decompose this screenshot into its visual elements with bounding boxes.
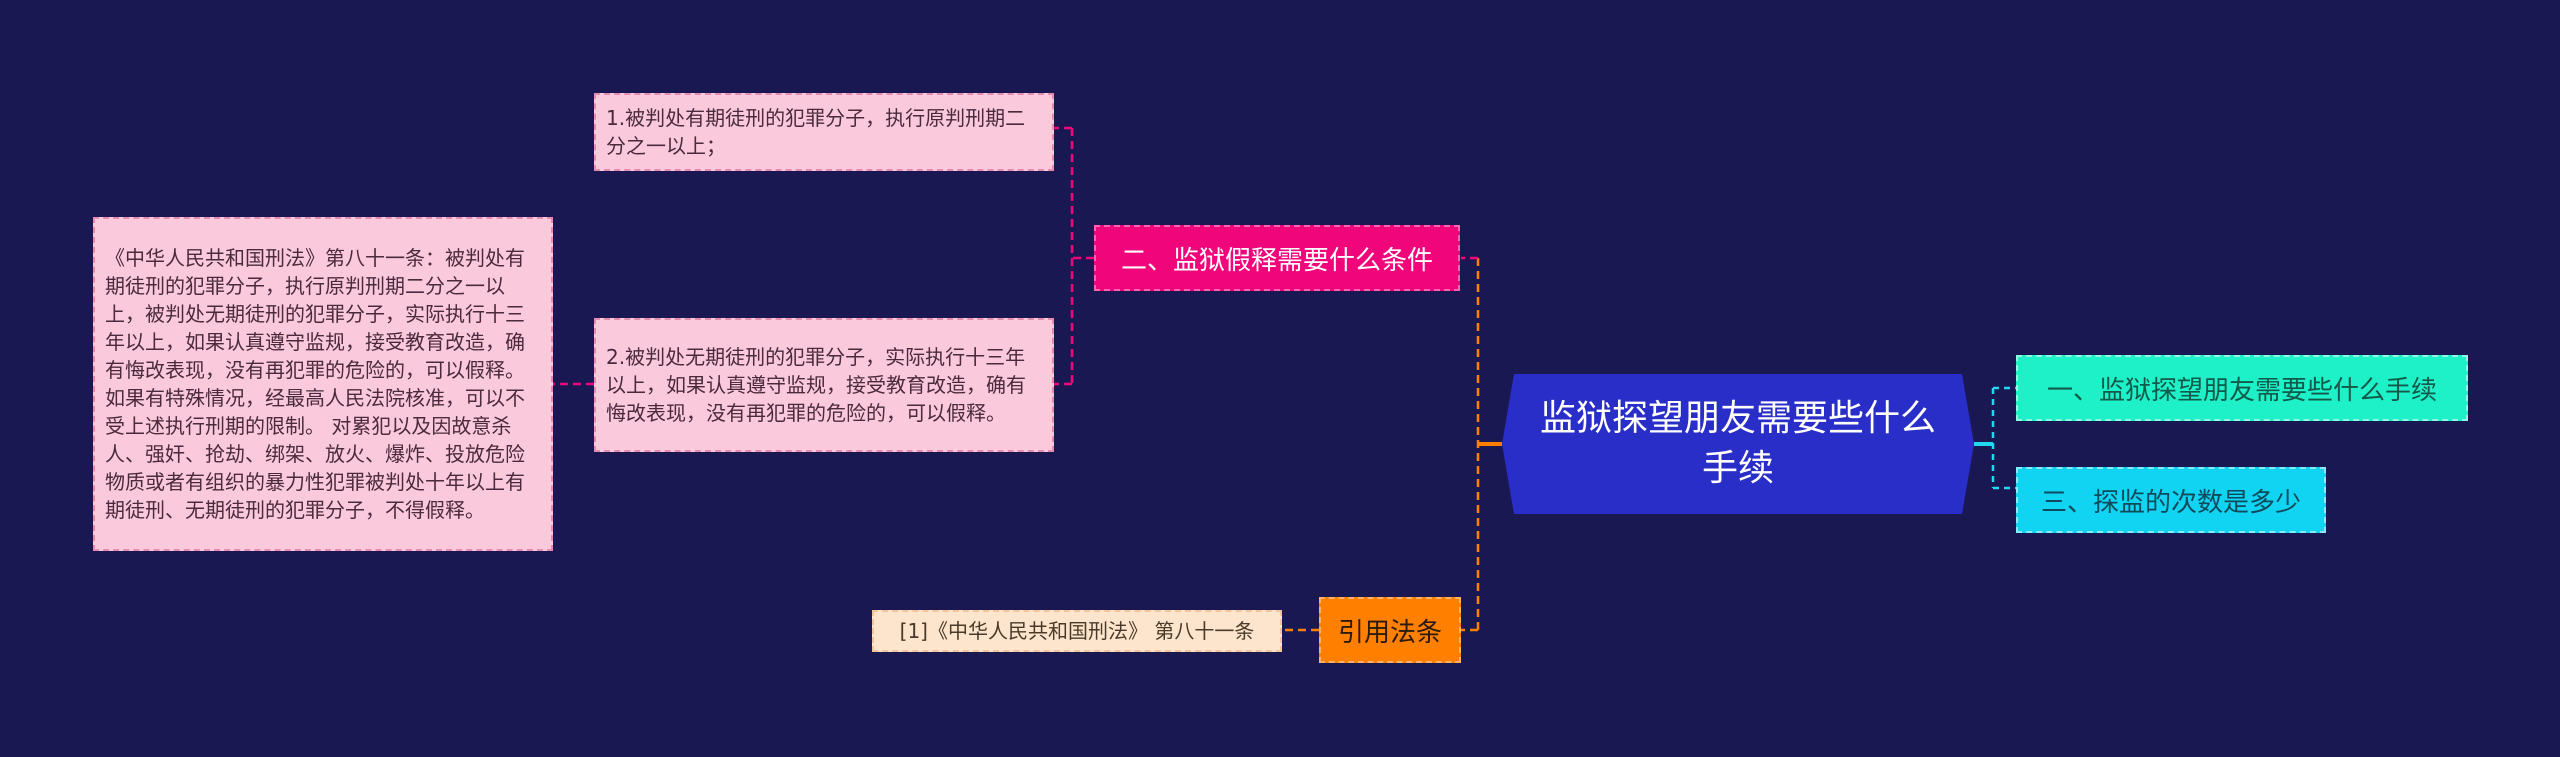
branch-cited-law[interactable]: 引用法条 xyxy=(1319,597,1461,663)
branch-parole-conditions-label: 二、监狱假释需要什么条件 xyxy=(1120,245,1433,276)
parole-condition-item-1-text: 1.被判处有期徒刑的犯罪分子，执行原判刑期二分之一以上； xyxy=(606,106,1026,158)
parole-condition-item-2-text: 2.被判处无期徒刑的犯罪分子，实际执行十三年以上，如果认真遵守监规，接受教育改造… xyxy=(606,345,1026,425)
cited-law-reference-text: [1]《中华人民共和国刑法》 第八十一条 xyxy=(899,619,1255,643)
root-topic[interactable]: 监狱探望朋友需要些什么手续 xyxy=(1502,374,1974,514)
branch-parole-conditions[interactable]: 二、监狱假释需要什么条件 xyxy=(1094,225,1460,291)
branch-visit-count[interactable]: 三、探监的次数是多少 xyxy=(2016,467,2326,533)
cited-law-reference[interactable]: [1]《中华人民共和国刑法》 第八十一条 xyxy=(872,610,1282,652)
parole-condition-item-2[interactable]: 2.被判处无期徒刑的犯罪分子，实际执行十三年以上，如果认真遵守监规，接受教育改造… xyxy=(594,318,1054,452)
branch-procedures-label: 一、监狱探望朋友需要些什么手续 xyxy=(2046,375,2437,406)
branch-visit-count-label: 三、探监的次数是多少 xyxy=(2040,487,2301,518)
parole-condition-item-1[interactable]: 1.被判处有期徒刑的犯罪分子，执行原判刑期二分之一以上； xyxy=(594,93,1054,171)
connector-root-right xyxy=(1974,386,2016,490)
root-topic-label: 监狱探望朋友需要些什么手续 xyxy=(1539,398,1936,489)
connector-parole-to-items xyxy=(1053,126,1094,386)
branch-procedures[interactable]: 一、监狱探望朋友需要些什么手续 xyxy=(2016,355,2468,421)
criminal-law-article-81-detail[interactable]: 《中华人民共和国刑法》第八十一条：被判处有期徒刑的犯罪分子，执行原判刑期二分之一… xyxy=(93,217,553,551)
branch-cited-law-label: 引用法条 xyxy=(1337,617,1442,648)
criminal-law-article-81-detail-text: 《中华人民共和国刑法》第八十一条：被判处有期徒刑的犯罪分子，执行原判刑期二分之一… xyxy=(105,246,525,522)
